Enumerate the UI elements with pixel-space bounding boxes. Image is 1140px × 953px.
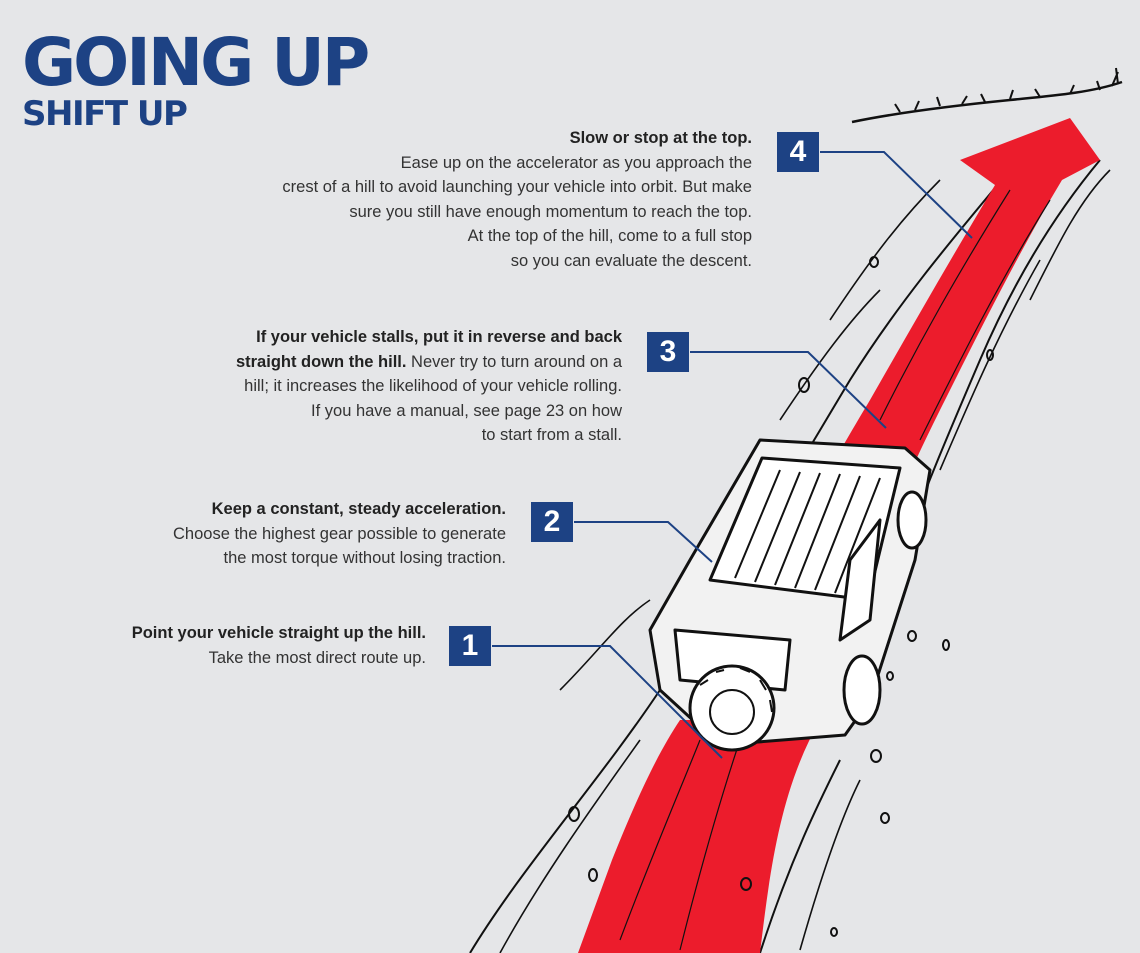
track-rut-right xyxy=(799,169,1111,951)
step-3-heading: If your vehicle stalls, put it in revers… xyxy=(256,328,622,346)
step-3-line: to start from a stall. xyxy=(481,426,622,444)
page-subtitle: SHIFT UP xyxy=(22,94,188,134)
track-rut-left xyxy=(499,179,941,953)
step-3-text: If your vehicle stalls, put it in revers… xyxy=(236,325,622,448)
leader-line-2 xyxy=(574,521,713,563)
step-3-line: If you have a manual, see page 23 on how xyxy=(311,401,622,420)
leader-lines xyxy=(492,151,973,759)
spare-tire-hub xyxy=(709,689,755,735)
step-2-heading: Keep a constant, steady acceleration. xyxy=(211,500,506,518)
crest-grass-tufts xyxy=(894,67,1119,113)
step-4-text: Slow or stop at the top. Ease up on the … xyxy=(282,126,752,273)
spare-tire-tread xyxy=(699,667,773,713)
step-1-text: Point your vehicle straight up the hill.… xyxy=(132,621,426,670)
step-3-heading-line2: straight down the hill. Never try to tur… xyxy=(236,350,622,375)
title-block: GOING UP SHIFT UP xyxy=(22,24,370,134)
step-3-heading-cont: straight down the hill. xyxy=(235,352,407,371)
step-4-heading: Slow or stop at the top. xyxy=(569,129,752,147)
step-4-badge: 4 xyxy=(777,132,819,172)
red-arrow-track xyxy=(578,720,820,953)
vehicle xyxy=(648,438,932,752)
front-wheel-right xyxy=(896,490,928,550)
step-4-line: so you can evaluate the descent. xyxy=(510,251,752,270)
step-2-text: Keep a constant, steady acceleration. Ch… xyxy=(173,497,506,571)
step-2-line: Choose the highest gear possible to gene… xyxy=(173,524,506,543)
step-3-line-rest: Never try to turn around on a xyxy=(406,352,622,371)
step-3-badge: 3 xyxy=(647,332,689,372)
page-title: GOING UP xyxy=(22,24,370,101)
red-arrow-tread-lines xyxy=(619,189,1051,951)
leader-line-4 xyxy=(820,151,973,239)
step-4-line: crest of a hill to avoid launching your … xyxy=(282,178,752,196)
dirt-clods xyxy=(568,256,994,937)
leader-line-1 xyxy=(492,645,723,759)
step-3-line: hill; it increases the likelihood of you… xyxy=(244,377,622,395)
roof-slats xyxy=(734,469,881,594)
leader-line-3 xyxy=(690,351,887,429)
step-1-line: Take the most direct route up. xyxy=(208,648,426,667)
vehicle-side-window xyxy=(838,518,882,642)
step-1-badge: 1 xyxy=(449,626,491,666)
step-2-line: the most torque without losing traction. xyxy=(223,549,506,567)
step-2-badge: 2 xyxy=(531,502,573,542)
step-4-line: sure you still have enough momentum to r… xyxy=(349,202,752,221)
hill-crest-line xyxy=(851,80,1123,124)
step-1-heading: Point your vehicle straight up the hill. xyxy=(131,624,426,642)
step-4-line: Ease up on the accelerator as you approa… xyxy=(400,153,752,172)
step-4-line: At the top of the hill, come to a full s… xyxy=(467,227,752,245)
rear-wheel-right xyxy=(842,654,882,726)
